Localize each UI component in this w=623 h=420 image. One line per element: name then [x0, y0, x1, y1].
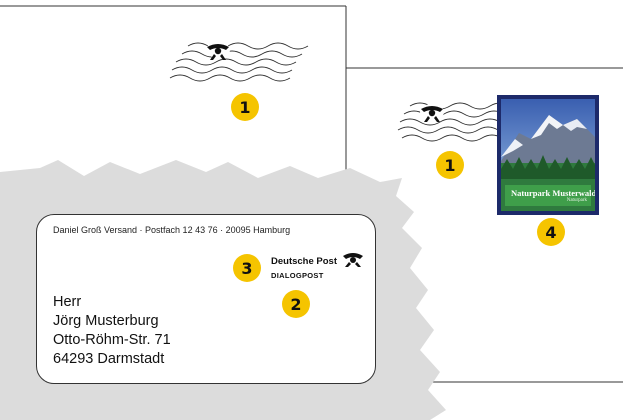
- badge-postmark-top: 1: [231, 93, 259, 121]
- badge-postage-imprint: 3: [233, 254, 261, 282]
- badge-stamp: 4: [537, 218, 565, 246]
- sender-line: Daniel Groß Versand · Postfach 12 43 76 …: [53, 225, 291, 235]
- stamp-title: Naturpark Musterwald: [511, 188, 595, 198]
- post-horn-icon: [343, 253, 363, 267]
- recipient-salutation: Herr: [53, 294, 82, 310]
- badge-dialogpost: 2: [282, 290, 310, 318]
- recipient-address: Herr Jörg Musterburg Otto-Röhm-Str. 71 6…: [53, 293, 171, 369]
- post-horn-icon: [206, 42, 230, 60]
- stamp-subtitle: Naturpark: [566, 198, 587, 203]
- recipient-street: Otto-Röhm-Str. 71: [53, 332, 171, 348]
- badge-postmark-right: 1: [436, 151, 464, 179]
- postage-brand: Deutsche Post: [271, 256, 337, 267]
- post-horn-icon: [420, 104, 444, 122]
- postage-stamp: Naturpark Musterwald Naturpark: [497, 95, 599, 215]
- recipient-name: Jörg Musterburg: [53, 313, 159, 329]
- postage-product: DIALOGPOST: [271, 271, 324, 280]
- address-window: Daniel Groß Versand · Postfach 12 43 76 …: [36, 214, 376, 384]
- stamp-banner: Naturpark Musterwald Naturpark: [505, 185, 595, 206]
- recipient-city: 64293 Darmstadt: [53, 351, 165, 367]
